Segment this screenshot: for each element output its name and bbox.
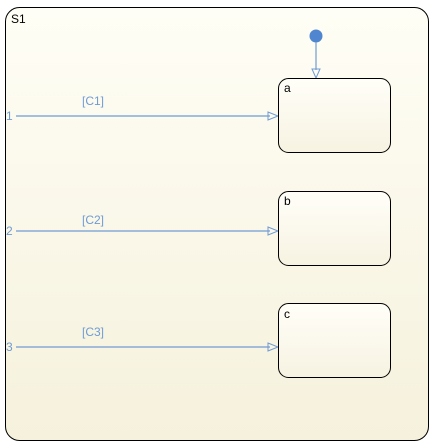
state-b-box[interactable]	[278, 191, 391, 266]
state-b[interactable]: b	[278, 191, 391, 266]
transition-arrowhead	[267, 226, 280, 236]
transition-port-label: 2	[6, 224, 13, 238]
default-transition-arrowhead	[311, 68, 321, 80]
transition-1-to-a[interactable]: 1 [C1]	[6, 94, 280, 123]
transition-3-to-c[interactable]: 3 [C3]	[6, 325, 280, 354]
transition-guard-label[interactable]: [C1]	[82, 94, 104, 108]
transition-guard-label[interactable]: [C2]	[82, 213, 104, 227]
transition-arrowhead	[267, 111, 280, 121]
state-b-label: b	[284, 194, 291, 208]
transition-2-to-b[interactable]: 2 [C2]	[6, 213, 280, 238]
state-c-box[interactable]	[278, 303, 391, 378]
transition-port-label: 1	[6, 109, 13, 123]
state-a[interactable]: a	[278, 78, 391, 153]
superstate-s1-label: S1	[11, 12, 26, 26]
transition-arrowhead	[267, 342, 280, 352]
default-transition[interactable]	[309, 29, 323, 80]
state-a-box[interactable]	[278, 78, 391, 153]
transition-guard-label[interactable]: [C3]	[82, 325, 104, 339]
state-c-label: c	[284, 307, 290, 321]
default-transition-dot[interactable]	[309, 29, 323, 43]
state-c[interactable]: c	[278, 303, 391, 378]
state-a-label: a	[284, 81, 291, 95]
transition-port-label: 3	[6, 340, 13, 354]
